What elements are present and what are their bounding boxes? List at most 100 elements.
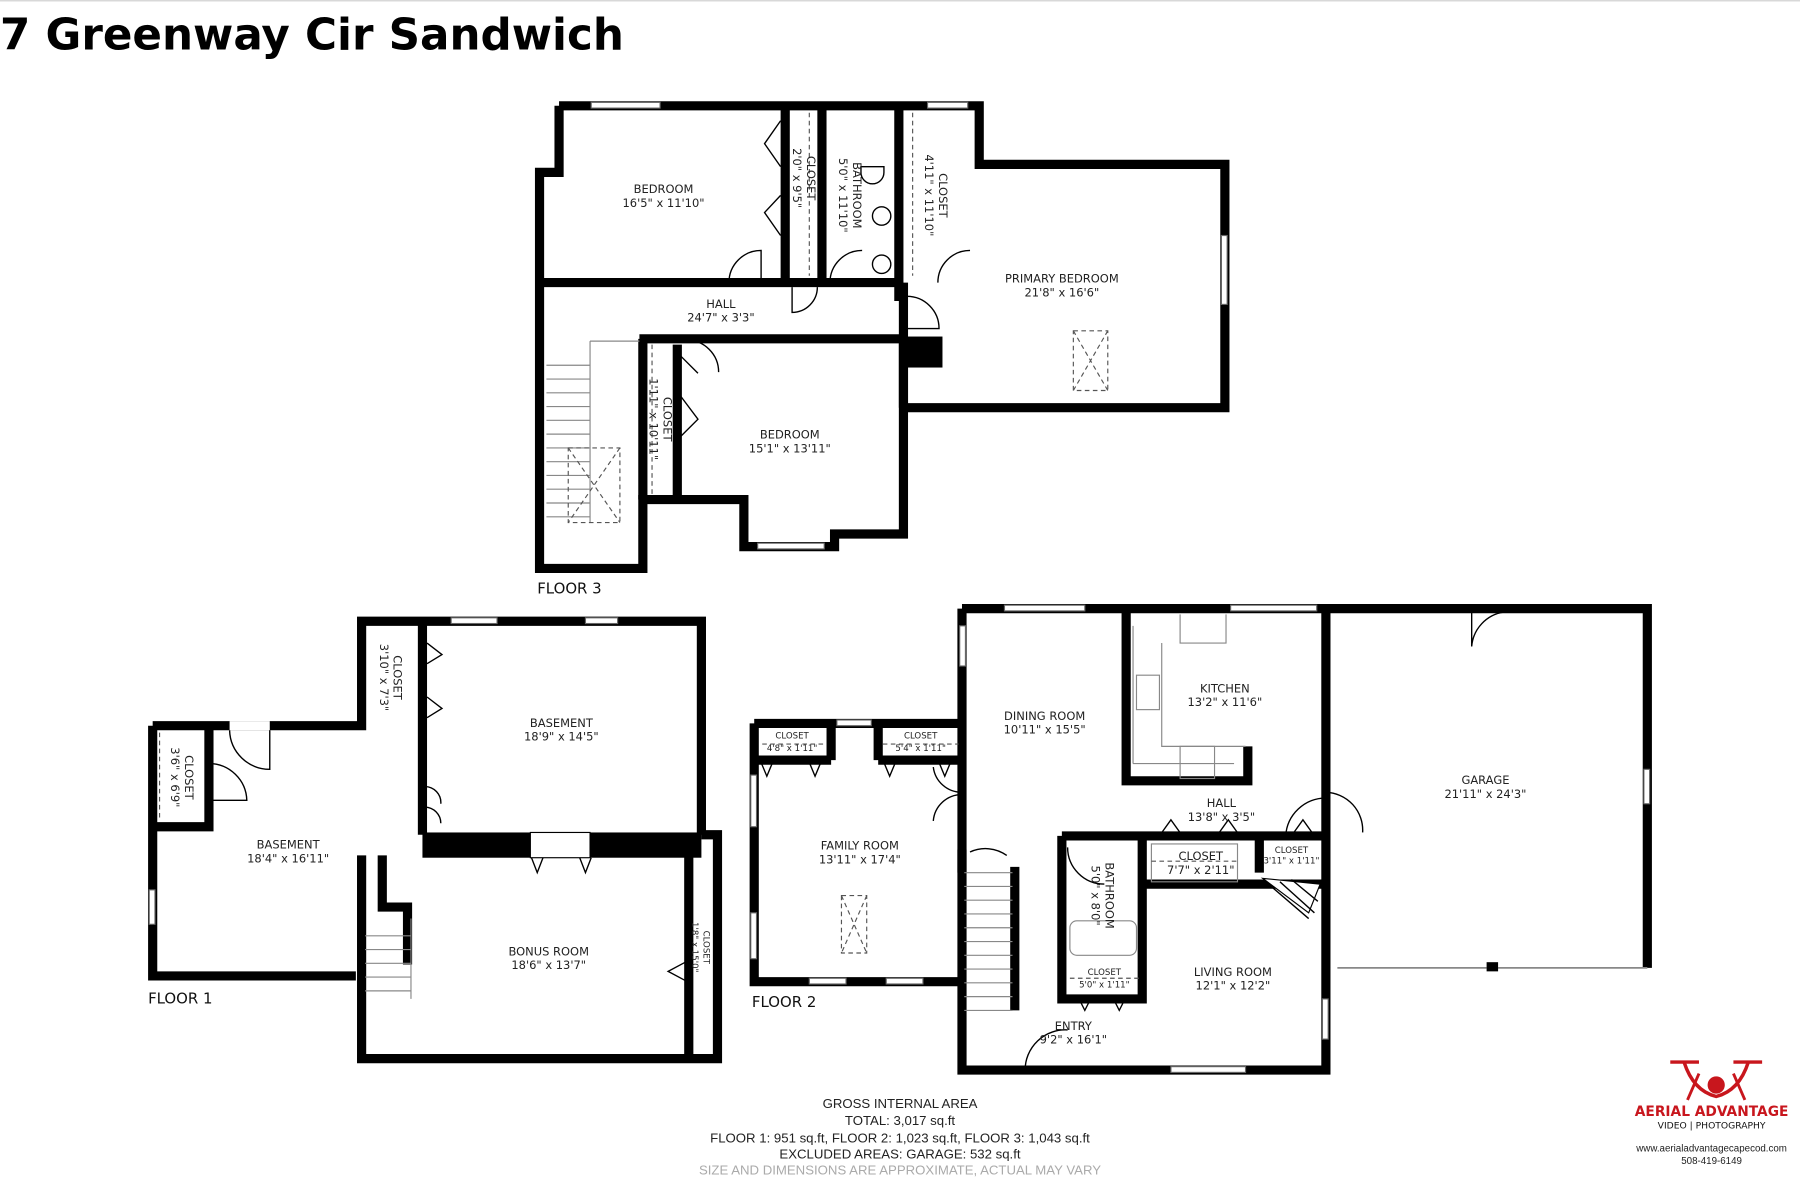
room-name: HALL: [1207, 796, 1237, 810]
room-dimensions: 21'11" x 24'3": [1444, 787, 1526, 801]
floor-1-label: FLOOR 1: [148, 990, 212, 1008]
aerial-advantage-logo: AERIAL ADVANTAGE VIDEO | PHOTOGRAPHY www…: [1635, 1060, 1789, 1167]
floor-2-label: FLOOR 2: [752, 993, 816, 1011]
room-name: ENTRY: [1055, 1019, 1093, 1033]
room-name: CLOSET: [904, 731, 938, 741]
room-dimensions: 13'11" x 17'4": [819, 852, 901, 866]
room-dimensions: 5'0" x 1'11": [1079, 980, 1130, 990]
room-dimensions: 18'9" x 14'5": [524, 730, 599, 744]
area-disclaimer: SIZE AND DIMENSIONS ARE APPROXIMATE, ACT…: [699, 1163, 1101, 1178]
room-dimensions: 1'11" x 10'11": [647, 378, 661, 460]
drone-icon: [1670, 1060, 1763, 1101]
room-name: CLOSET: [701, 931, 711, 965]
room-name: CLOSET: [1178, 849, 1224, 863]
room-dimensions: 1'8" x 15'0": [689, 922, 699, 973]
logo-website: www.aerialadvantagecapecod.com: [1635, 1144, 1787, 1155]
room-dimensions: 16'5" x 11'10": [623, 196, 705, 210]
room-dimensions: 13'2" x 11'6": [1188, 695, 1263, 709]
room-name: AERIAL ADVANTAGE: [1635, 1104, 1789, 1120]
room-name: BATHROOM: [1102, 862, 1116, 928]
room-name: PRIMARY BEDROOM: [1005, 272, 1119, 286]
room-dimensions: 3'10" x 7'3": [377, 644, 391, 711]
room-name: BEDROOM: [634, 182, 694, 196]
room-name: GARAGE: [1461, 773, 1509, 787]
area-total: TOTAL: 3,017 sq.ft: [845, 1113, 956, 1128]
label: VIDEO | PHOTOGRAPHY: [1658, 1121, 1766, 1132]
room-name: CLOSET: [804, 156, 818, 202]
area-floors: FLOOR 1: 951 sq.ft, FLOOR 2: 1,023 sq.ft…: [710, 1130, 1090, 1145]
room-name: BASEMENT: [257, 838, 321, 852]
room-dimensions: 18'6" x 13'7": [511, 958, 586, 972]
room-name: LIVING ROOM: [1194, 965, 1272, 979]
room-dimensions: 5'4" x 1'11": [895, 744, 946, 754]
room-name: CLOSET: [182, 755, 196, 801]
room-closet-11: CLOSET 5'0" x 1'11": [1079, 968, 1130, 991]
room-name: DINING ROOM: [1004, 709, 1085, 723]
room-name: BASEMENT: [530, 716, 594, 730]
room-dimensions: 5'0" x 11'10": [836, 158, 850, 233]
room-name: FAMILY ROOM: [821, 839, 899, 853]
room-name: CLOSET: [391, 655, 405, 701]
room-name: KITCHEN: [1200, 681, 1250, 695]
page-title: 7 Greenway Cir Sandwich: [0, 11, 624, 61]
room-name: CLOSET: [661, 397, 675, 443]
floor-3-label: FLOOR 3: [537, 580, 601, 598]
room-dimensions: 24'7" x 3'3": [687, 311, 754, 325]
room-dimensions: 3'6" x 6'9": [168, 747, 182, 807]
room-name: CLOSET: [1088, 968, 1122, 978]
room-dimensions: 21'8" x 16'6": [1025, 285, 1100, 299]
room-dimensions: 15'1" x 13'11": [749, 441, 831, 455]
room-dimensions: 4'8" x 1'11": [767, 744, 818, 754]
area-summary: GROSS INTERNAL AREA TOTAL: 3,017 sq.ft F…: [699, 1096, 1101, 1178]
room-name: HALL: [706, 297, 736, 311]
room-dimensions: 9'2" x 16'1": [1040, 1033, 1107, 1047]
area-heading: GROSS INTERNAL AREA: [823, 1096, 978, 1111]
room-dimensions: 4'11" x 11'10": [922, 154, 936, 236]
room-closet-8: CLOSET 5'4" x 1'11": [895, 731, 946, 754]
room-dimensions: 18'4" x 16'11": [247, 851, 329, 865]
logo-phone: 508-419-6149: [1681, 1156, 1742, 1167]
room-dimensions: 3'11" x 1'11": [1263, 856, 1319, 866]
room-name: BONUS ROOM: [508, 944, 589, 958]
room-dimensions: 5'0" x 8'0": [1089, 866, 1103, 926]
room-dimensions: 10'11" x 15'5": [1004, 723, 1086, 737]
area-excluded: EXCLUDED AREAS: GARAGE: 532 sq.ft: [779, 1146, 1020, 1161]
room-name: BATHROOM: [850, 162, 864, 228]
room-name: BEDROOM: [760, 428, 820, 442]
room-dimensions: 13'8" x 3'5": [1188, 810, 1255, 824]
room-dimensions: 7'7" x 2'11": [1167, 863, 1234, 877]
room-dimensions: 2'0" x 9'5": [790, 148, 804, 208]
room-dimensions: 12'1" x 12'2": [1196, 979, 1271, 993]
room-name: CLOSET: [1275, 846, 1309, 856]
room-name: CLOSET: [936, 173, 950, 219]
